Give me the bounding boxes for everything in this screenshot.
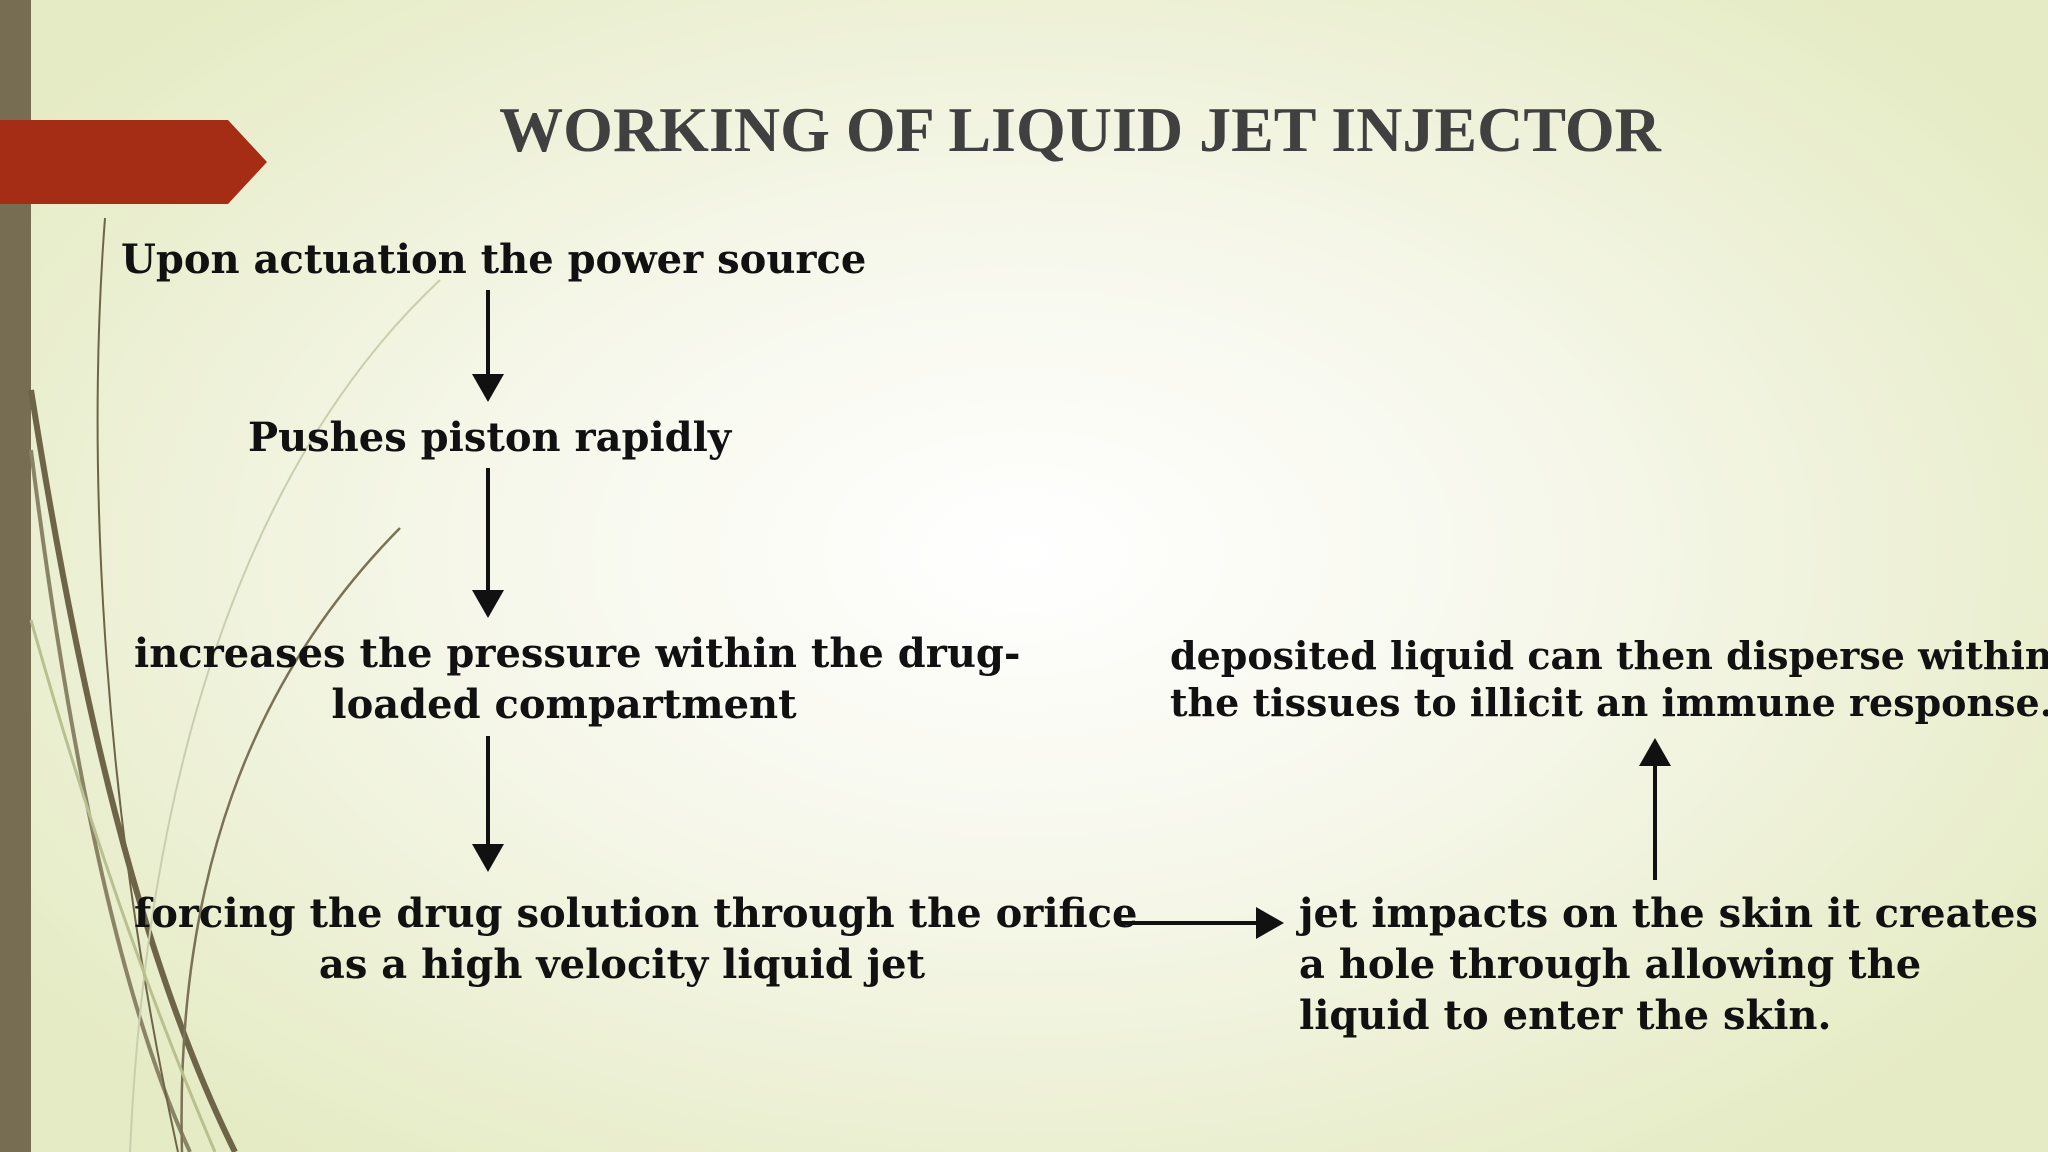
step-text-line: loaded compartment — [331, 681, 797, 728]
step-forcing-drug: forcing the drug solution through the or… — [134, 888, 1138, 990]
step-text: Upon actuation the power source — [121, 236, 867, 283]
step-text-line: forcing the drug solution through the or… — [134, 890, 1138, 937]
step-text-line: increases the pressure within the drug- — [134, 630, 1021, 677]
slide-title: WORKING OF LIQUID JET INJECTOR — [499, 94, 1661, 165]
step-power-source: Upon actuation the power source — [121, 234, 866, 285]
step-text-line: the tissues to illicit an immune respons… — [1170, 680, 2048, 725]
step-pushes-piston: Pushes piston rapidly — [248, 412, 731, 463]
title-accent-tab — [0, 120, 267, 204]
step-text-line: as a high velocity liquid jet — [318, 941, 926, 988]
step-text-line: jet impacts on the skin it creates — [1299, 890, 2038, 937]
step-text-line: a hole through allowing the — [1299, 941, 1922, 988]
step-text-line: deposited liquid can then disperse withi… — [1170, 633, 2048, 678]
step-immune-response: deposited liquid can then disperse withi… — [1170, 632, 2048, 726]
step-text: Pushes piston rapidly — [248, 414, 732, 461]
step-jet-impacts: jet impacts on the skin it creates a hol… — [1299, 888, 2038, 1041]
step-text-line: liquid to enter the skin. — [1299, 992, 1832, 1039]
step-increase-pressure: increases the pressure within the drug- … — [134, 628, 1021, 730]
